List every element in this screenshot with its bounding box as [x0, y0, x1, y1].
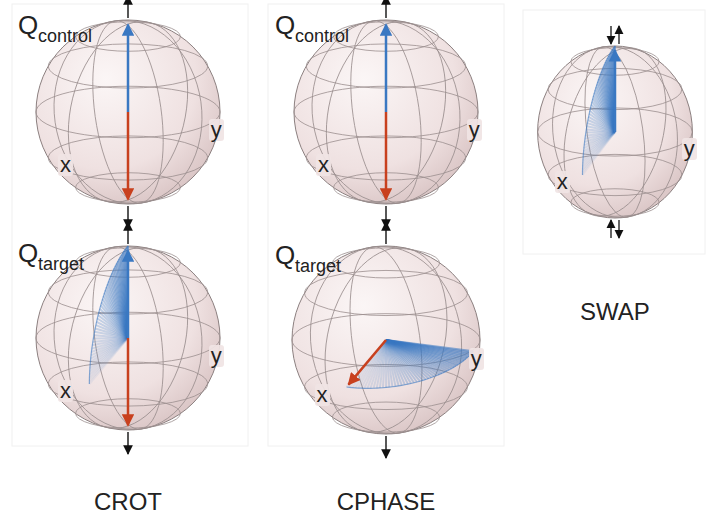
qubit-label: Q [18, 12, 38, 38]
z-axis [385, 0, 386, 18]
axis-label: y [209, 119, 224, 141]
sphere-grid [82, 16, 173, 207]
z-axis [127, 222, 128, 244]
rotation-fan [349, 340, 386, 387]
rotation-fan [95, 332, 128, 338]
sphere-grid [332, 248, 439, 278]
state-vector [127, 338, 130, 425]
bloch-sphere [538, 26, 693, 238]
qubit-subscript: control [38, 27, 92, 45]
axis-label: x [316, 154, 331, 176]
rotation-fan [127, 246, 129, 338]
gate-name: CPHASE [337, 490, 436, 514]
sphere-body [36, 20, 220, 204]
sphere-body [292, 246, 480, 434]
axis-label: x [555, 171, 570, 193]
sphere-body [538, 46, 693, 218]
state-vector [348, 340, 386, 385]
sphere-grid [82, 242, 173, 433]
sphere-grid [340, 16, 431, 207]
sphere-grid [332, 402, 439, 432]
qubit-subscript: target [38, 255, 84, 273]
sphere-grid [575, 43, 654, 221]
rotation-fan [614, 47, 615, 132]
axis-label: y [467, 119, 482, 141]
state-vector [127, 251, 130, 338]
rotation-arc [89, 246, 128, 384]
rotation-arc [347, 351, 474, 388]
bloch-sphere [294, 0, 478, 228]
rotation-fan [614, 46, 616, 132]
z-axis [127, 432, 128, 454]
state-vector [127, 112, 130, 199]
swap-arrow [618, 26, 619, 44]
state-vector [385, 112, 388, 199]
state-vector [614, 50, 617, 132]
rotation-fan [386, 340, 392, 387]
axis-label: y [469, 348, 484, 370]
z-axis [127, 0, 128, 18]
panel [523, 10, 705, 254]
axis-label: x [58, 154, 73, 176]
axis-label: x [315, 384, 330, 406]
bloch-sphere [36, 0, 220, 228]
sphere-grid [339, 242, 432, 438]
axis-label: y [209, 345, 224, 367]
rotation-fan [127, 248, 128, 338]
qubit-label: Q [275, 12, 295, 38]
bloch-sphere [292, 222, 480, 458]
sphere-grid [548, 37, 683, 227]
sphere-body [294, 20, 478, 204]
sphere-grid [548, 154, 682, 195]
qubit-label: Q [18, 240, 38, 266]
sphere-grid [542, 38, 689, 226]
qubit-label: Q [275, 242, 295, 268]
panel [268, 4, 504, 446]
qubit-subscript: control [295, 27, 349, 45]
z-axis [385, 436, 386, 458]
swap-arrow [610, 26, 611, 44]
rotation-arc [582, 46, 615, 175]
z-axis [385, 222, 386, 244]
swap-arrow [610, 220, 611, 238]
rotation-fan [582, 132, 615, 175]
state-vector [385, 25, 388, 112]
rotation-fan [386, 340, 396, 386]
sphere-body [36, 246, 220, 430]
rotation-fan [89, 338, 128, 384]
sphere-grid [305, 270, 468, 315]
swap-arrow [618, 220, 619, 238]
gate-name: SWAP [580, 300, 650, 324]
gate-name: CROT [94, 490, 162, 514]
axis-label: x [58, 380, 73, 402]
state-vector [127, 25, 130, 112]
qubit-subscript: target [295, 257, 341, 275]
bloch-sphere [36, 222, 220, 454]
panel [12, 4, 248, 446]
axis-label: y [682, 138, 697, 160]
rotation-fan [347, 340, 386, 387]
